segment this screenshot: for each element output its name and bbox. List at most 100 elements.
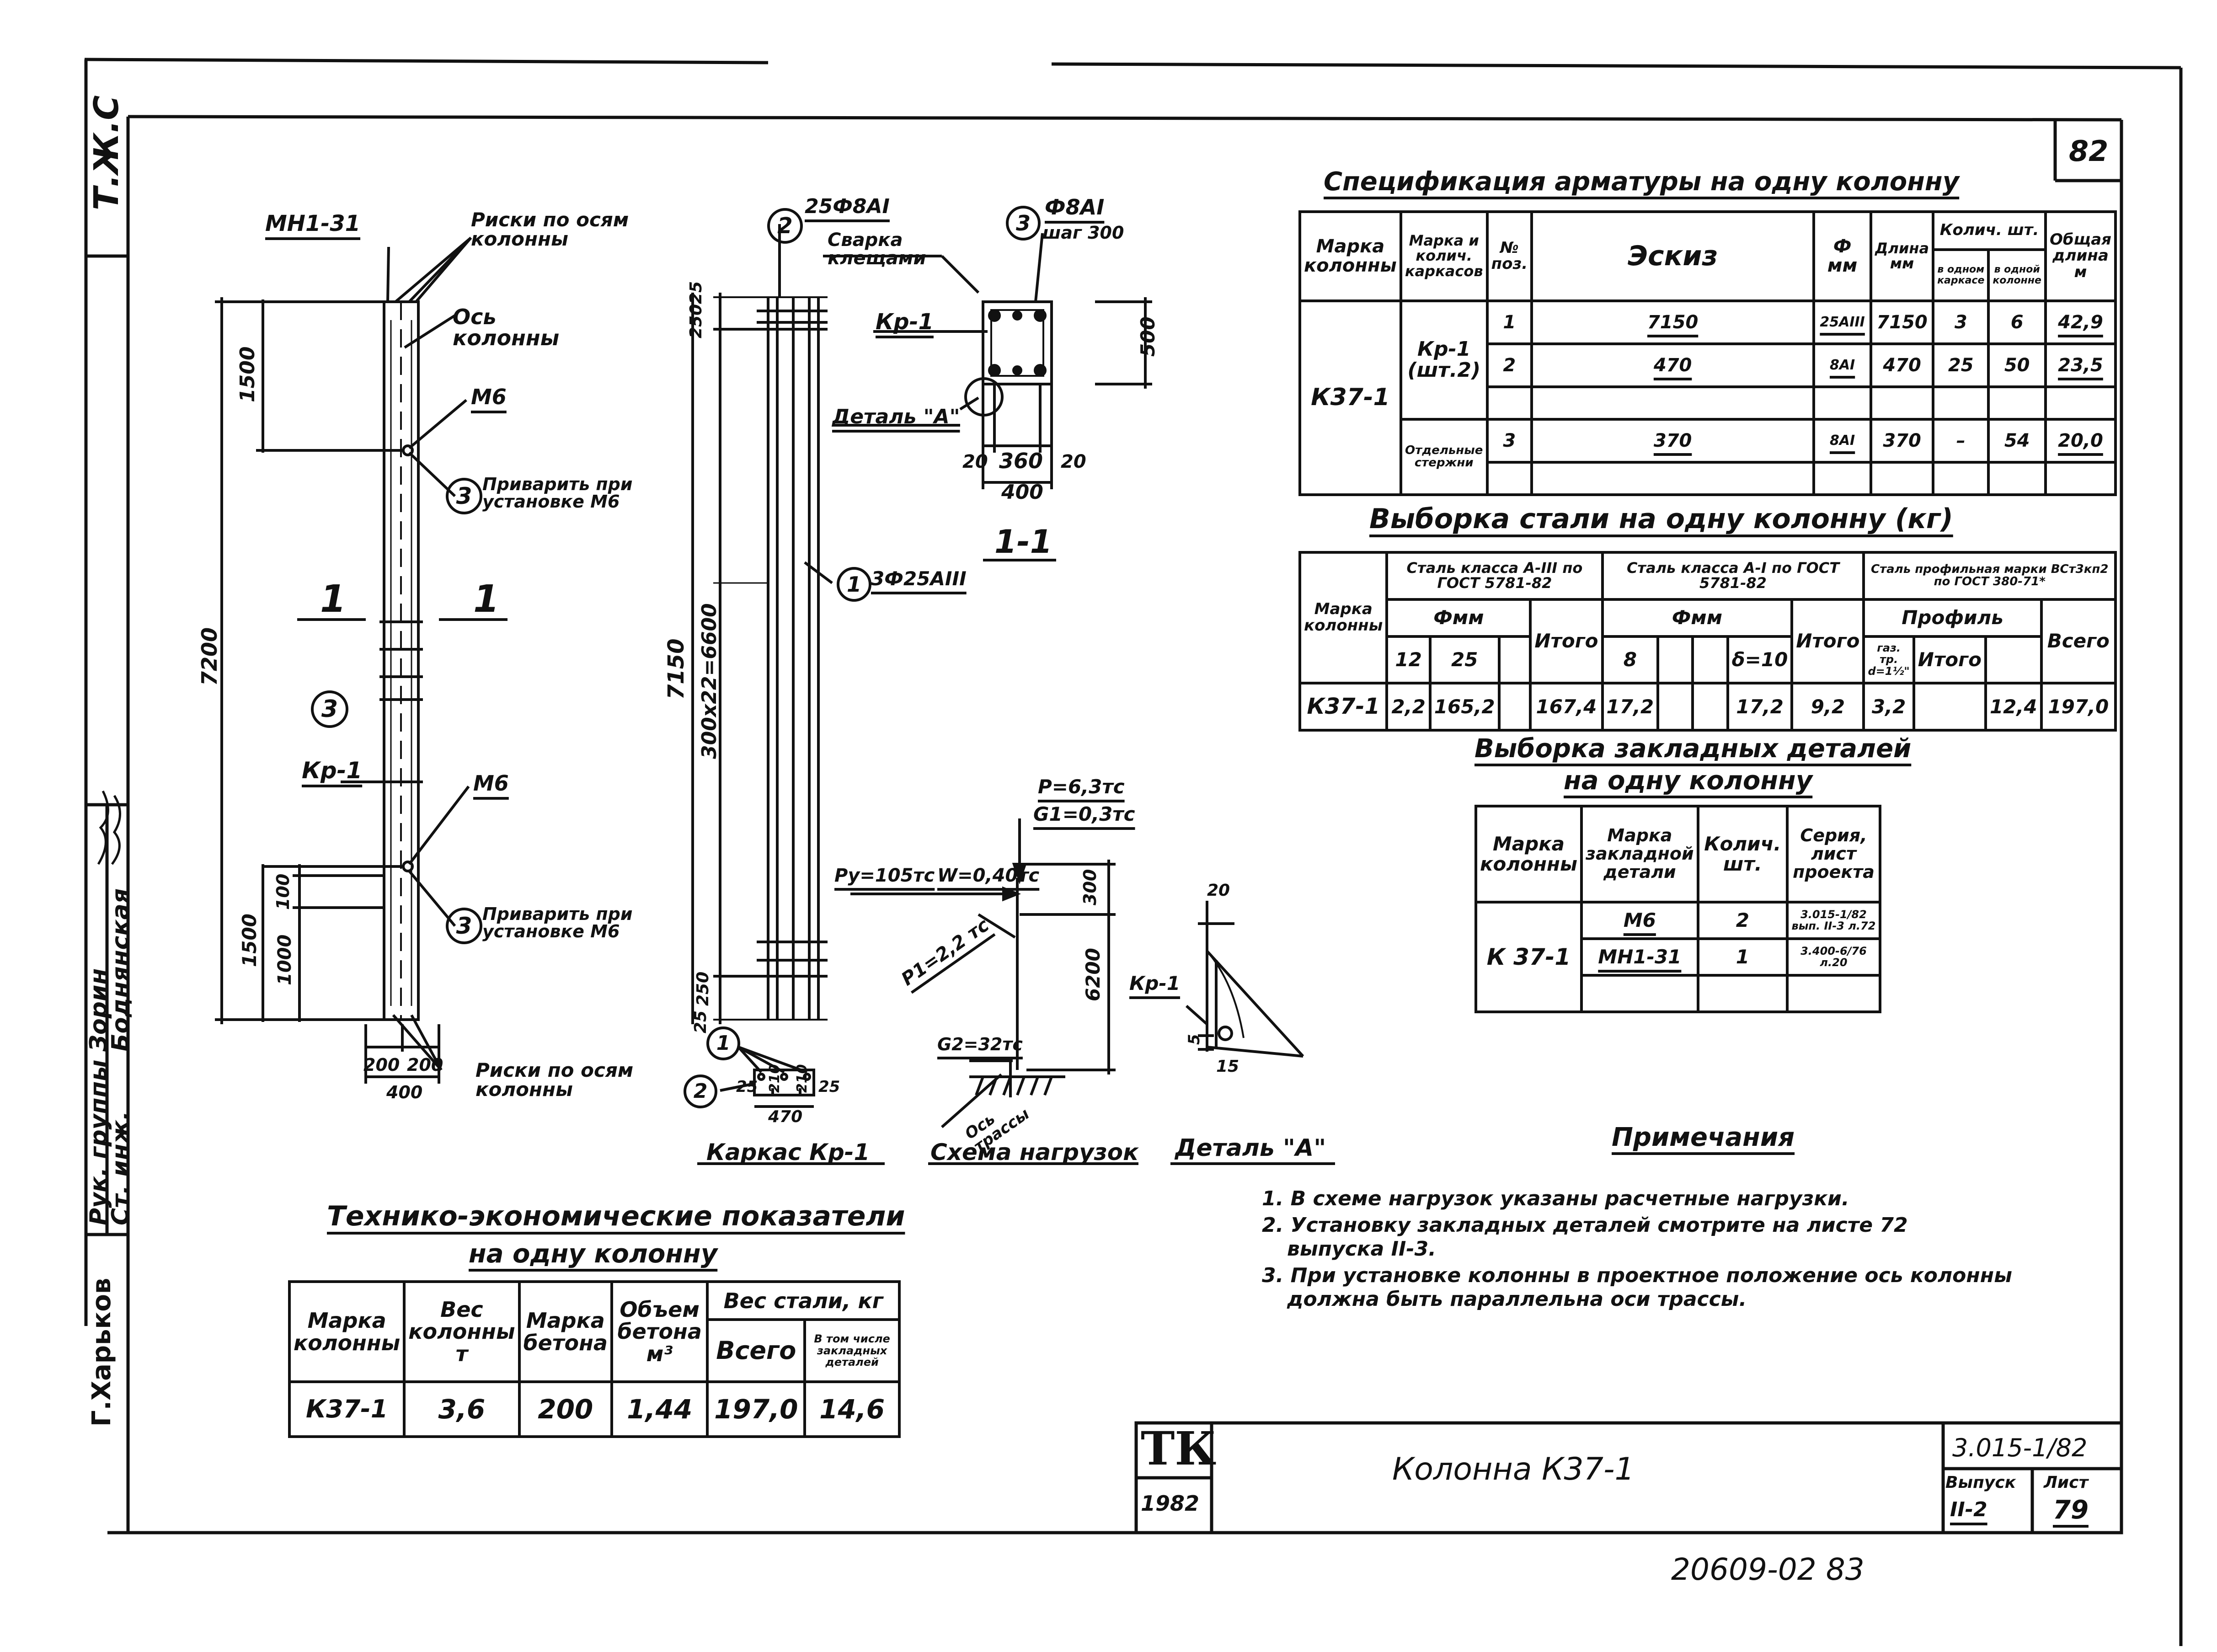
dim-25-left: 25 [736,1078,758,1096]
tep-h-mark: Марка колонны [288,1280,406,1384]
side-engineer-name: Боднянская [107,888,134,1052]
tep-concrete: 200 [518,1380,613,1438]
spec-row-3: Отдельные стержни 3 370 8АI 370 – 54 20,… [1300,417,2117,497]
label-risks-top: Риски по осям колонны [471,209,629,250]
tep-title-1: Технико-экономические показатели [327,1200,905,1232]
dim-25-bottom: 25 [691,1010,710,1033]
callout-1-small: 1 [706,1026,740,1060]
embedded-row-1: К 37-1 М6 2 3.015-1/82 вып. II-3 л.72 [1474,901,1882,1013]
dim-1000: 1000 [274,934,295,985]
title-list-value: 79 [2053,1495,2089,1525]
spec-pos: 2 [1485,342,1533,389]
dim-detail-5: 5 [1185,1034,1203,1045]
dim-300x22: 300х22=6600 [698,603,721,759]
dim-section-400: 400 [1001,481,1043,504]
spec-sketch: 7150 [1647,311,1699,333]
steel-h-fmm-2: Фмм [1601,598,1794,638]
dim-load-6200: 6200 [1082,948,1104,1001]
label-section-bar: Ф8АI [1045,195,1105,219]
label-load-py: Py=105тс [834,865,935,886]
sheet-number: 82 [2069,134,2109,168]
spec-h-len: Длина мм [1870,210,1935,302]
spec-h-mark: Марка колонны [1298,210,1402,302]
notes-title: Примечания [1612,1123,1795,1152]
dim-1500-bottom: 1500 [238,914,261,967]
title-issue-label: Выпуск [1945,1473,2016,1492]
dim-7150: 7150 [663,638,689,700]
tep-h-volume: Объем бетона м³ [610,1280,709,1384]
dim-7200: 7200 [197,627,222,686]
embedded-row-2: МН1-31 1 3.400-6/76 л.20 [1476,937,1882,977]
embedded-row-empty [1476,974,1882,1013]
caption-detail-a: Деталь "А" [1175,1134,1326,1162]
dim-20-left: 20 [962,451,988,472]
callout-2-frame: 2 [767,208,803,244]
steel-v12: 2,2 [1385,682,1432,732]
note-3-cont: должна быть параллельна оси трассы. [1287,1288,1747,1311]
dim-200-right: 200 [407,1055,443,1075]
embedded-title-1: Выборка закладных деталей [1474,734,1912,764]
note-2: 2. Установку закладных деталей смотрите … [1262,1214,1908,1237]
side-author: Г.Харьков [87,1278,117,1427]
spec-h-frame: Марка и колич. каркасов [1399,210,1489,302]
spec-total: 23,5 [2044,342,2117,389]
spec-total: 20,0 [2044,417,2117,464]
spec-table: Марка колонны Марка и колич. каркасов № … [1298,210,2117,497]
tep-h-incl: В том числе закладных деталей [803,1318,901,1384]
label-welding: Сварка клещами [828,230,926,269]
spec-dia: 25АIII [1812,299,1873,345]
tep-mark: К37-1 [288,1380,406,1438]
dim-250-top: 250 [687,304,705,338]
spec-len: 7150 [1870,299,1935,345]
dim-load-300: 300 [1080,869,1100,905]
tep-weight: 3,6 [403,1380,521,1438]
label-risks-bottom: Риски по осям колонны [475,1059,634,1101]
embedded-qty: 1 [1696,937,1789,977]
dim-200-left: 200 [363,1055,400,1075]
note-2-cont: выпуска II-3. [1287,1237,1437,1261]
label-bar-25aiii: 3Ф25АIII [871,567,967,590]
side-stamp-top: Т.Ж.С [87,95,126,210]
steel-h-8: 8 [1601,635,1660,685]
embedded-table: Марка колонны Марка закладной детали Кол… [1474,805,1882,1013]
steel-h-mark: Марка колонны [1298,551,1389,685]
title-list-label: Лист [2044,1473,2089,1492]
steel-total: 197,0 [2040,682,2117,732]
spec-len: 370 [1870,417,1935,464]
spec-title: Спецификация арматуры на одну колонну [1324,167,1960,197]
dim-25-right: 25 [818,1078,840,1096]
tep-incl: 14,6 [803,1380,901,1438]
tep-h-weight: Вес колонны т [403,1280,521,1384]
callout-3-bottom: 3 [446,908,482,944]
label-detail-a-ref: Деталь "А" [832,405,960,428]
spec-sketch: 370 [1653,430,1692,452]
label-load-p: P=6,3тс [1038,775,1125,798]
label-column-axis: Ось колонны [453,305,560,350]
steel-h-itogo-1: Итого [1529,598,1604,685]
title-drawing-code: 3.015-1/82 [1952,1433,2088,1462]
steel-itogo-1: 167,4 [1529,682,1604,732]
steel-vg: 3,2 [1862,682,1915,732]
notes-list: 1. В схеме нагрузок указаны расчетные на… [1262,1189,2085,1310]
tep-row: К37-1 3,6 200 1,44 197,0 14,6 [288,1380,901,1438]
steel-h-prof: Сталь профильная марки ВСт3кп2 по ГОСТ 3… [1862,551,2117,601]
steel-title: Выборка стали на одну колонну (кг) [1369,503,1953,535]
steel-h-12: 12 [1385,635,1432,685]
title-name: Колонна К37-1 [1392,1451,1635,1487]
embedded-title-2: на одну колонну [1564,766,1813,796]
label-section-kr1: Кр-1 [876,309,934,335]
spec-qty-col: 50 [1987,342,2047,389]
embedded-series: 3.015-1/82 вып. II-3 л.72 [1785,901,1882,940]
label-detail-kr1: Кр-1 [1129,972,1181,994]
steel-h-itogo-3: Итого [1912,635,1987,685]
spec-dia: 8АI [1812,342,1873,389]
spec-row-empty-2 [1300,461,2117,496]
embedded-series: 3.400-6/76 л.20 [1785,937,1882,977]
label-load-g2: G2=32тс [937,1034,1023,1054]
title-year: 1982 [1141,1491,1200,1516]
spec-qty-col: 6 [1987,299,2047,345]
tep-table: Марка колонны Вес колонны т Марка бетона… [288,1280,901,1438]
callout-3-mid: 3 [311,690,348,728]
spec-pos: 3 [1485,417,1533,464]
